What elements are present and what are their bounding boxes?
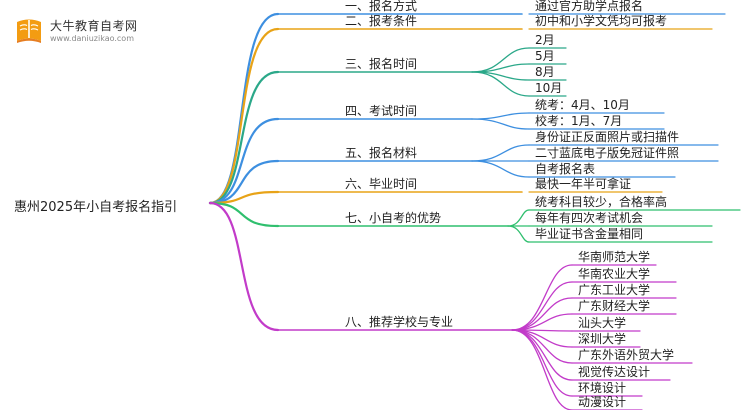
leaf-label: 自考报名表 [535,162,596,176]
leaf-connector [511,264,573,331]
branch-label: 一、报名方式 [345,0,418,13]
branch-connector [208,117,280,205]
leaf-label: 环境设计 [578,381,627,395]
leaf-label: 广东财经大学 [578,299,651,313]
leaf-connector [471,118,530,130]
leaf-label: 毕业证书含金量相同 [535,227,644,241]
leaf-label: 每年有四次考试机会 [535,211,644,225]
branch-label: 二、报考条件 [345,14,418,28]
leaf-label: 10月 [535,81,563,95]
leaf-label: 广东外语外贸大学 [578,348,675,362]
leaf-label: 统考：4月、10月 [535,98,630,112]
leaf-label: 广东工业大学 [578,283,651,297]
leaf-connector [471,160,530,178]
leaf-label: 2月 [535,33,555,47]
leaf-label: 最快一年半可拿证 [535,177,632,191]
leaf-label: 校考：1月、7月 [535,114,623,128]
logo-title: 大牛教育自考网 [50,19,138,33]
leaf-label: 汕头大学 [578,316,627,330]
leaf-connector [471,112,530,120]
branch-connector [208,201,280,228]
branch-label: 四、考试时间 [345,104,418,118]
branch-label: 八、推荐学校与专业 [345,315,454,329]
leaf-label: 通过官方助学点报名 [535,0,644,13]
leaf-label: 二寸蓝底电子版免冠证件照 [535,146,680,160]
leaf-connector [507,225,530,243]
branch-connector [208,159,280,205]
branch-connector [208,27,280,205]
leaf-label: 统考科目较少，合格率高 [535,195,668,209]
leaf-label: 华南农业大学 [578,267,651,281]
book-logo-icon [17,19,41,43]
branch-label: 三、报名时间 [345,57,418,71]
leaf-label: 华南师范大学 [578,250,651,264]
leaf-connector [471,71,530,97]
root-topic: 惠州2025年小自考报名指引 [14,200,178,215]
branch-connector [208,70,280,205]
leaf-connector [507,209,530,227]
branch-label: 六、毕业时间 [345,177,418,191]
leaf-label: 8月 [535,65,555,79]
leaf-label: 深圳大学 [578,332,627,346]
branch-label: 七、小自考的优势 [345,211,442,225]
leaf-connector [511,329,573,410]
leaf-label: 初中和小学文凭均可报考 [535,14,668,28]
leaf-connector [471,144,530,162]
leaf-label: 视觉传达设计 [578,365,651,379]
leaf-label: 动漫设计 [578,395,627,409]
branch-label: 五、报名材料 [345,146,418,160]
site-logo: 大牛教育自考网 www.daniuzikao.com [14,14,154,48]
branch-connector [208,201,280,332]
leaf-label: 身份证正反面照片或扫描件 [535,130,680,144]
leaf-label: 5月 [535,49,555,63]
logo-subtitle: www.daniuzikao.com [50,34,134,43]
